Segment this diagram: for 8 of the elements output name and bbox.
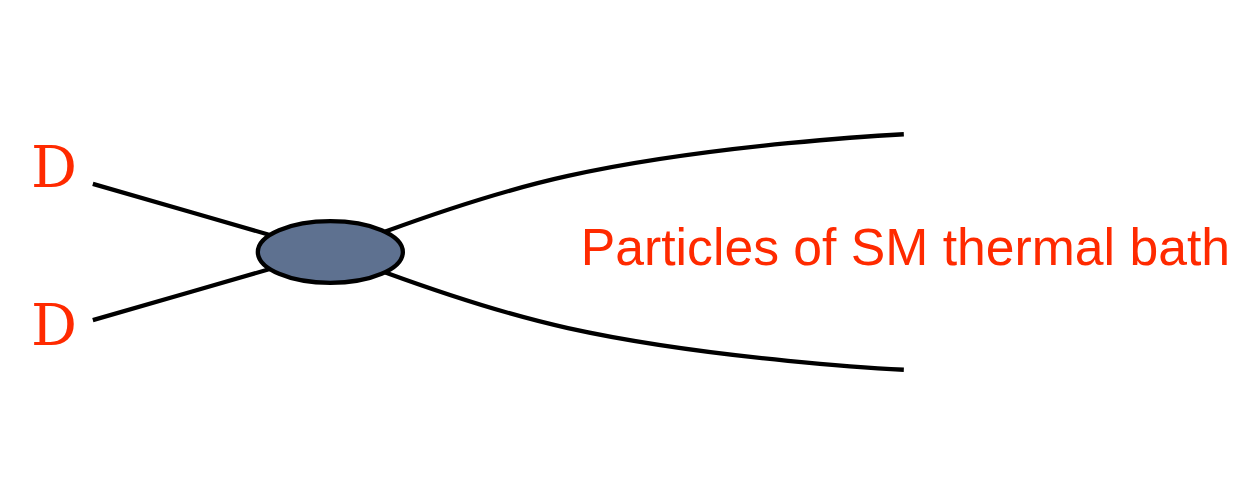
label: Particles of SM thermal bath bbox=[580, 217, 1231, 276]
node-text: D bbox=[30, 291, 77, 359]
connector bbox=[384, 131, 904, 234]
connector bbox=[384, 269, 904, 372]
connector bbox=[92, 266, 271, 322]
connector bbox=[92, 181, 271, 237]
node-ellipse bbox=[255, 218, 405, 285]
node-text: D bbox=[30, 133, 77, 201]
